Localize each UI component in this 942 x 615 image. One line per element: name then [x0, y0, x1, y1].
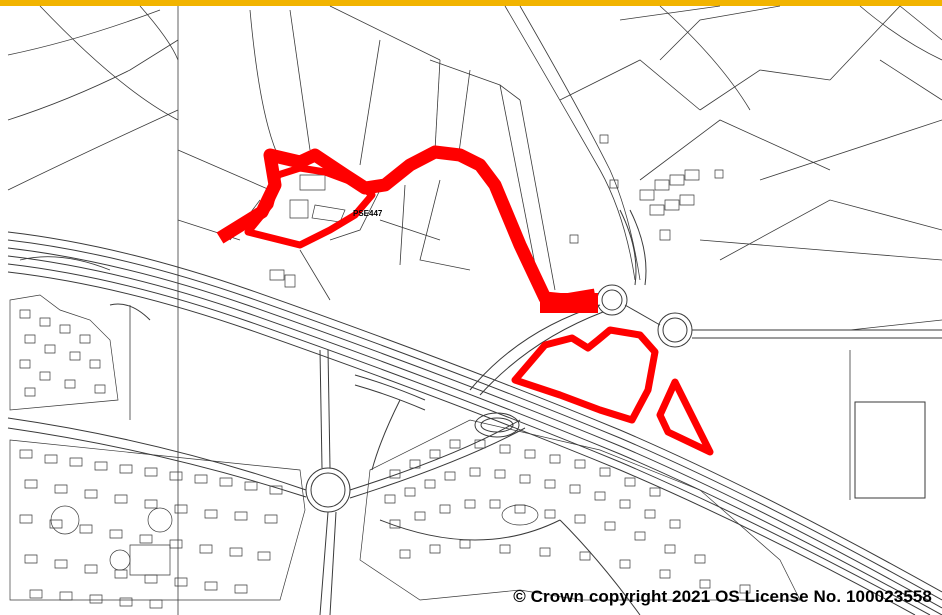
site-access-block — [540, 293, 598, 313]
residential-estates — [9, 294, 801, 609]
farm-buildings — [269, 134, 724, 288]
motorway — [7, 231, 942, 615]
main-roads — [7, 209, 942, 615]
site-reference-label: PSE447 — [353, 209, 383, 218]
field-boundaries — [7, 5, 942, 615]
site-boundary — [216, 145, 714, 456]
top-accent-bar — [0, 0, 942, 6]
copyright-notice: © Crown copyright 2021 OS License No. 10… — [513, 587, 932, 606]
